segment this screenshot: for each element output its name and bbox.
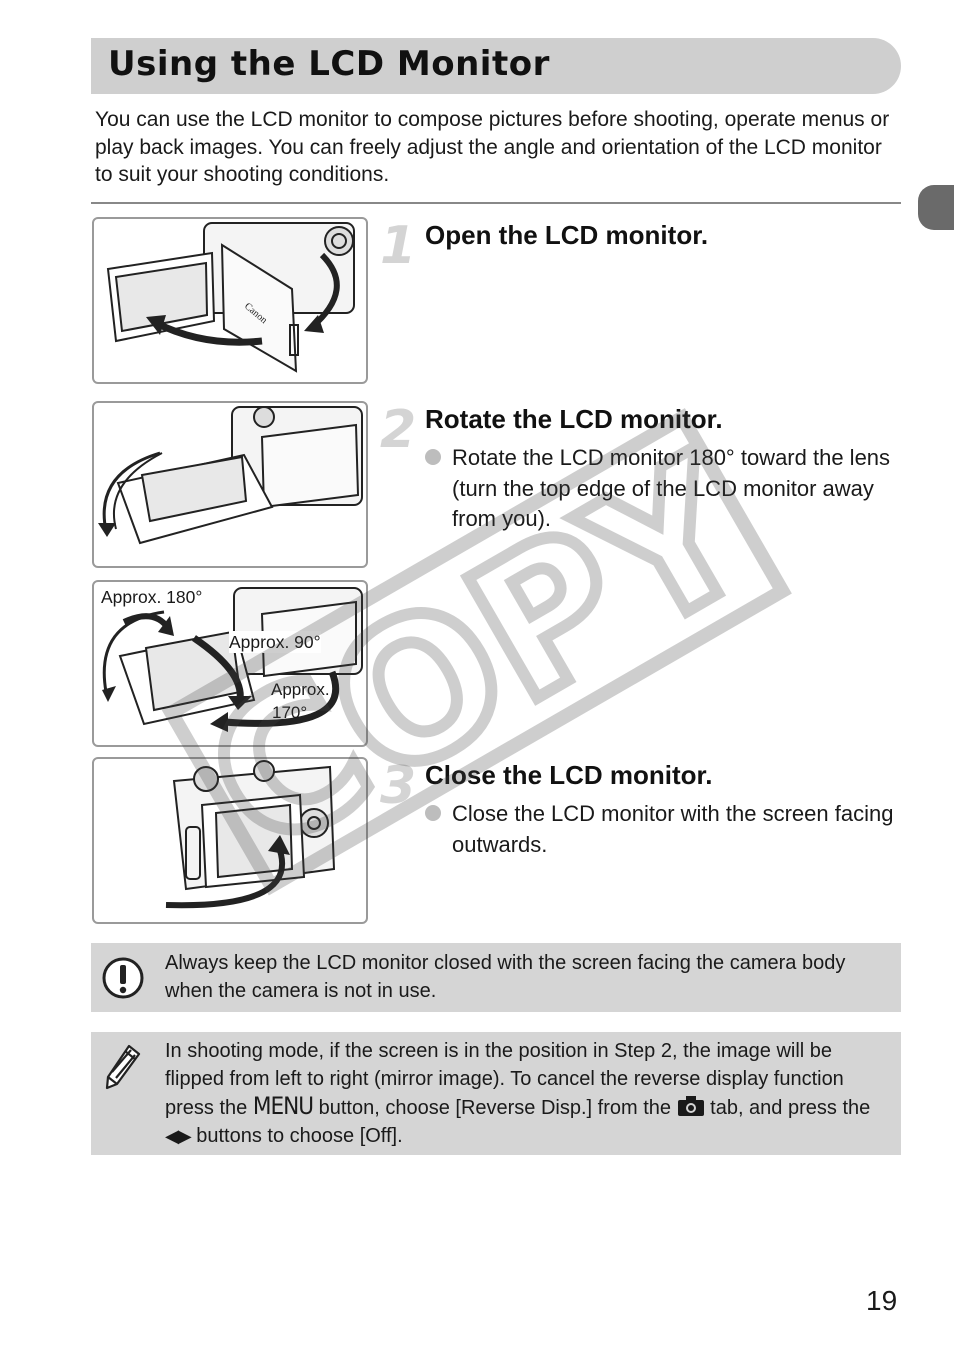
memo-note: In shooting mode, if the screen is in th… <box>91 1032 901 1155</box>
caution-text: Always keep the LCD monitor closed with … <box>165 952 846 1002</box>
step-3-bullet: Close the LCD monitor with the screen fa… <box>425 799 905 860</box>
page-number: 19 <box>866 1285 898 1316</box>
intro-paragraph: You can use the LCD monitor to compose p… <box>95 108 890 186</box>
pencil-icon <box>105 1044 141 1090</box>
figure-rotation-angles: Approx. 180° Approx. 90° Approx. 170° <box>92 580 368 747</box>
step-2-number: 2 <box>380 400 417 460</box>
rotate-monitor-illustration <box>98 406 363 545</box>
chapter-tab <box>918 185 954 230</box>
caution-note: Always keep the LCD monitor closed with … <box>91 943 901 1012</box>
page-title: Using the LCD Monitor <box>108 44 550 84</box>
memo-text: In shooting mode, if the screen is in th… <box>165 1038 891 1150</box>
step-2-bullet-text: Rotate the LCD monitor 180° toward the l… <box>452 445 891 531</box>
step-1-title: Open the LCD monitor. <box>425 220 709 250</box>
bullet-icon <box>425 805 441 821</box>
label-approx-90: Approx. 90° <box>229 631 321 653</box>
step-3-bullet-text: Close the LCD monitor with the screen fa… <box>452 801 894 857</box>
memo-text-part3: tab, and press the <box>704 1097 871 1119</box>
caution-icon <box>102 957 144 999</box>
bullet-icon <box>425 449 441 465</box>
step-3-title: Close the LCD monitor. <box>425 760 713 790</box>
step-3-number: 3 <box>380 756 417 816</box>
left-right-arrows-icon: ◀▶ <box>165 1125 192 1146</box>
open-monitor-illustration: Canon <box>106 222 355 373</box>
step-1-number: 1 <box>380 216 417 276</box>
menu-button-label: MENU <box>252 1092 314 1120</box>
label-approx-170-line2: 170° <box>272 703 308 722</box>
label-approx-180: Approx. 180° <box>101 587 203 607</box>
memo-text-part4: buttons to choose [Off]. <box>190 1124 403 1147</box>
title-bar <box>91 38 901 94</box>
label-approx-170-line1: Approx. <box>271 680 330 699</box>
step-2-bullet: Rotate the LCD monitor 180° toward the l… <box>425 443 905 535</box>
memo-text-part2: button, choose [Reverse Disp.] from the <box>313 1097 677 1119</box>
close-monitor-illustration <box>165 760 336 909</box>
figure-rotate-monitor <box>92 401 368 568</box>
memo-text-part1: In shooting mode, if the screen is in th… <box>165 1040 844 1119</box>
divider <box>91 202 901 204</box>
step-2-title: Rotate the LCD monitor. <box>425 404 723 434</box>
figure-open-monitor: Canon <box>92 217 368 384</box>
figure-close-monitor <box>92 757 368 924</box>
camera-icon <box>677 1096 704 1116</box>
